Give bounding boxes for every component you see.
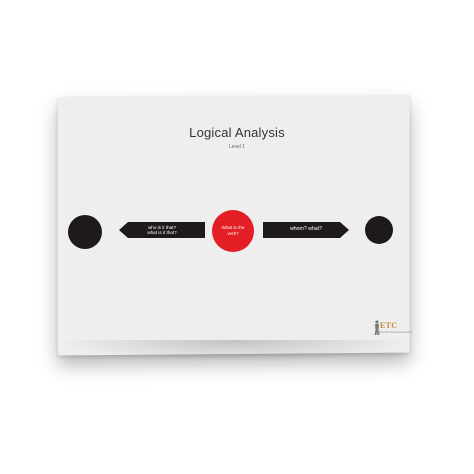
poster-title: Logical Analysis xyxy=(189,125,285,140)
etc-logo: ETC Education Training Consultants xyxy=(373,320,412,340)
poster-subtitle: Level 1 xyxy=(228,144,246,150)
logo-subtext: Education Training Consultants xyxy=(379,331,413,334)
center-label: What is the verb? xyxy=(221,225,245,236)
logo-figure-icon xyxy=(374,320,380,335)
logo-text: ETC xyxy=(380,321,398,330)
right-black-circle xyxy=(365,216,393,244)
left-arrow-label: who is it that? what is it that? xyxy=(147,224,177,236)
right-arrow-label: whom? what? xyxy=(289,226,322,233)
left-arrow: who is it that? what is it that? xyxy=(119,222,205,238)
right-arrow: whom? what? xyxy=(263,222,349,238)
center-red-circle: What is the verb? xyxy=(212,210,254,252)
left-black-circle xyxy=(68,215,102,249)
